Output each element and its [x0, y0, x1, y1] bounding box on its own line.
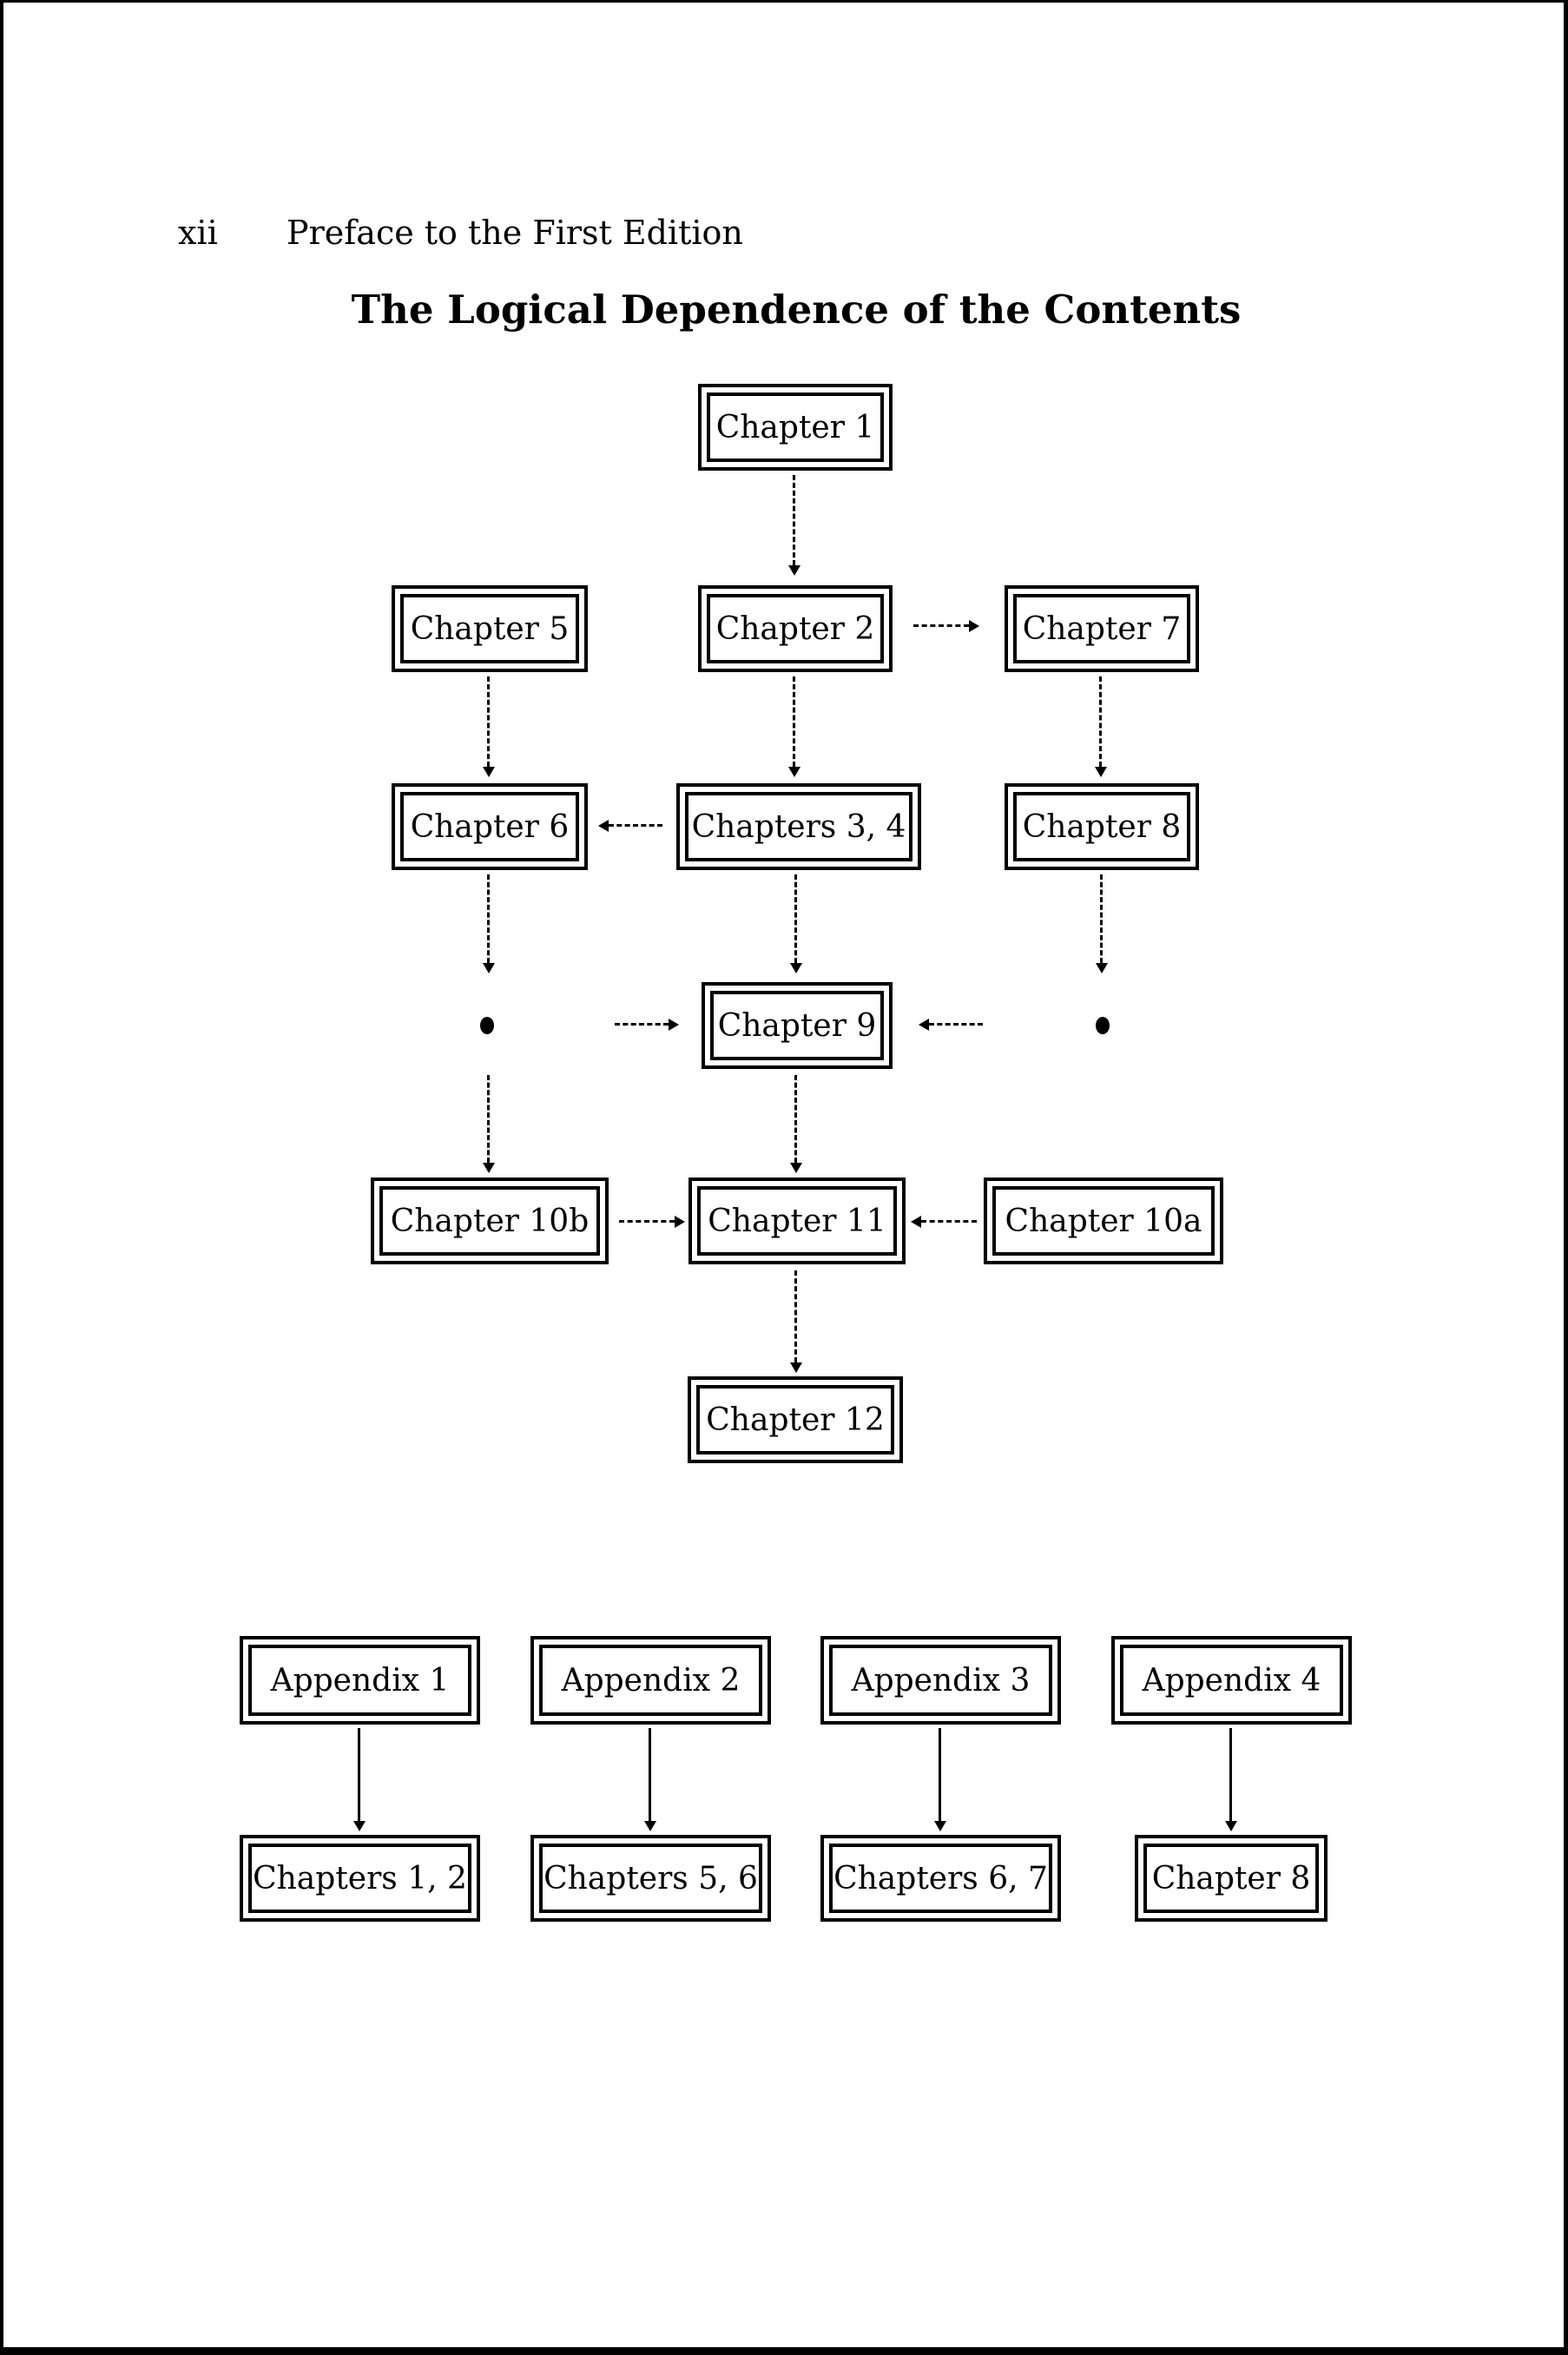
arrow-ch5-to-ch6 — [483, 676, 495, 777]
node-appendix-4: Appendix 4 — [1111, 1636, 1352, 1725]
node-chapter-11: Chapter 11 — [688, 1178, 906, 1264]
node-chapter-10a-label: Chapter 10a — [992, 1186, 1215, 1256]
node-chapters-3-4: Chapters 3, 4 — [676, 783, 921, 870]
page-number: xii — [178, 214, 218, 252]
node-chapter-5: Chapter 5 — [392, 585, 588, 672]
arrow-ch10b-to-ch11 — [619, 1216, 685, 1228]
node-chapters-3-4-label: Chapters 3, 4 — [685, 792, 912, 861]
arrow-ch10a-to-ch11 — [911, 1216, 977, 1228]
node-appendix-3-label: Appendix 3 — [829, 1645, 1052, 1716]
node-chapter-10b-label: Chapter 10b — [379, 1186, 600, 1256]
node-appendix-2: Appendix 2 — [530, 1636, 771, 1725]
node-chapters-6-7: Chapters 6, 7 — [820, 1835, 1061, 1922]
arrow-ch1-to-ch2 — [788, 475, 800, 576]
node-appendix-3: Appendix 3 — [820, 1636, 1061, 1725]
arrow-dot-to-ch10b — [483, 1075, 495, 1173]
arrow-ch7-to-ch8 — [1095, 676, 1107, 777]
node-chapter-6-label: Chapter 6 — [400, 792, 579, 861]
arrow-ch2-to-ch7 — [913, 620, 979, 632]
node-chapter-2: Chapter 2 — [698, 585, 893, 672]
figure-title: The Logical Dependence of the Contents — [351, 287, 1242, 333]
node-appendix-1: Appendix 1 — [240, 1636, 480, 1725]
node-chapter-8-label: Chapter 8 — [1013, 792, 1190, 861]
node-chapter-7-label: Chapter 7 — [1013, 594, 1190, 663]
node-chapter-1-label: Chapter 1 — [707, 392, 884, 462]
node-chapters-1-2-label: Chapters 1, 2 — [248, 1844, 471, 1913]
arrow-appendix1-to-chapters12 — [353, 1728, 366, 1831]
node-chapter-10a: Chapter 10a — [984, 1178, 1223, 1264]
arrow-ch2-to-ch34 — [788, 676, 800, 777]
node-appendix-1-label: Appendix 1 — [248, 1645, 471, 1716]
node-chapter-6: Chapter 6 — [392, 783, 588, 870]
node-chapters-5-6-label: Chapters 5, 6 — [539, 1844, 762, 1913]
node-chapter-7: Chapter 7 — [1005, 585, 1199, 672]
node-chapters-5-6: Chapters 5, 6 — [530, 1835, 771, 1922]
node-chapter-1: Chapter 1 — [698, 384, 893, 471]
running-header: Preface to the First Edition — [287, 214, 743, 252]
arrow-ch9-to-ch11 — [790, 1075, 802, 1173]
node-chapter-12-label: Chapter 12 — [696, 1385, 894, 1455]
arrow-rightdot-to-ch9 — [919, 1019, 983, 1031]
arrow-appendix2-to-chapters56 — [644, 1728, 656, 1831]
node-chapter-2-label: Chapter 2 — [707, 594, 884, 663]
arrow-ch34-to-ch6 — [598, 820, 662, 832]
node-chapter-5-label: Chapter 5 — [400, 594, 579, 663]
arrow-ch34-to-ch9 — [790, 874, 802, 973]
arrow-ch11-to-ch12 — [790, 1270, 802, 1373]
arrow-appendix4-to-chapter8 — [1225, 1728, 1237, 1831]
node-chapter-8-bottom-label: Chapter 8 — [1143, 1844, 1319, 1913]
node-chapters-6-7-label: Chapters 6, 7 — [829, 1844, 1052, 1913]
arrow-appendix3-to-chapters67 — [934, 1728, 946, 1831]
node-chapter-10b: Chapter 10b — [371, 1178, 609, 1264]
node-chapter-8: Chapter 8 — [1005, 783, 1199, 870]
node-chapter-11-label: Chapter 11 — [697, 1186, 897, 1256]
node-appendix-2-label: Appendix 2 — [539, 1645, 762, 1716]
arrow-leftdot-to-ch9 — [615, 1019, 679, 1031]
right-ellipsis-dot — [1096, 1017, 1110, 1034]
node-chapter-9-label: Chapter 9 — [710, 991, 884, 1060]
node-chapters-1-2: Chapters 1, 2 — [240, 1835, 480, 1922]
arrow-ch8-to-dot — [1096, 874, 1108, 973]
arrow-ch6-to-dot — [483, 874, 495, 973]
node-chapter-8-bottom: Chapter 8 — [1135, 1835, 1328, 1922]
node-appendix-4-label: Appendix 4 — [1120, 1645, 1343, 1716]
node-chapter-9: Chapter 9 — [702, 982, 893, 1069]
node-chapter-12: Chapter 12 — [688, 1376, 903, 1463]
left-ellipsis-dot — [480, 1017, 494, 1034]
